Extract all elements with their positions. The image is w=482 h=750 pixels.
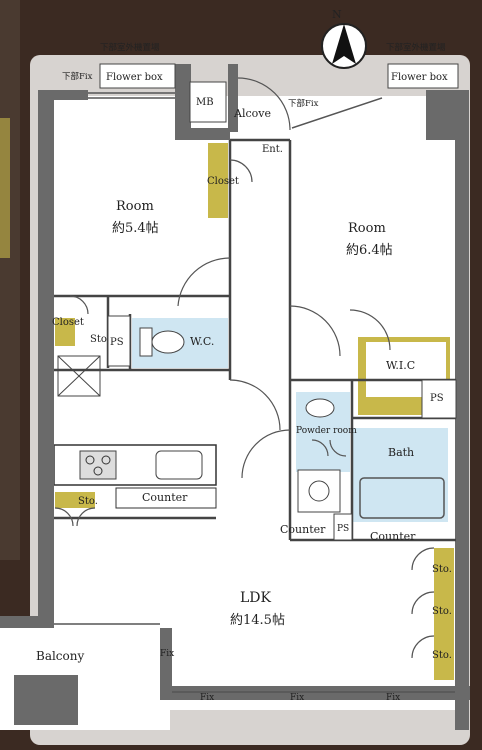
toilet-bowl — [151, 330, 185, 354]
mb-label: MB — [196, 97, 214, 108]
shaft-cross-2 — [57, 355, 101, 397]
wall-north-west — [38, 90, 88, 100]
ps-center-box — [333, 513, 353, 541]
notes: 下部室外機置場 下部室外機置場 下部Fix 下部Fix Flower box F… — [62, 42, 448, 109]
counter-center-label: Counter — [280, 523, 326, 536]
counter-kitchen-label: Counter — [142, 491, 188, 504]
flower-box-right — [387, 63, 459, 89]
room-east-label: Room — [348, 221, 386, 236]
door-sto-3 — [411, 635, 435, 659]
sto-3-label: Sto. — [432, 650, 452, 661]
walls — [0, 64, 470, 730]
sto-kitchen-area — [55, 492, 95, 508]
closet-left-area — [55, 318, 75, 346]
burner-3 — [93, 466, 103, 476]
note-fix-right: 下部Fix — [288, 98, 319, 109]
burner-2 — [101, 455, 111, 465]
room-labels: MB Alcove Ent. Closet Room 約5.4帖 Room 約6… — [36, 97, 452, 703]
wall-balcony-east — [160, 628, 172, 700]
background-panel-accent — [0, 118, 10, 258]
counter-kitchen-back — [115, 487, 217, 509]
alcove-label: Alcove — [233, 107, 271, 120]
counter-right-label: Counter — [370, 530, 416, 543]
note-outdoor-unit-right: 下部室外機置場 — [386, 42, 446, 53]
door-sto-kitchen-a — [54, 507, 74, 527]
washer-pan — [297, 469, 341, 513]
room-west-label: Room — [116, 199, 154, 214]
bath-label: Bath — [388, 446, 414, 459]
toilet-tank — [139, 327, 153, 357]
wall-south — [160, 686, 470, 700]
door-room-west — [177, 257, 231, 307]
ps-left-label: PS — [110, 337, 124, 348]
compass-label: N — [332, 8, 342, 21]
ldk-label: LDK — [240, 590, 272, 606]
wall-mb-west — [175, 64, 191, 139]
flower-box-left — [99, 63, 176, 89]
wic-label: W.I.C — [386, 359, 415, 372]
ps-right-label: PS — [430, 393, 444, 404]
note-outdoor-unit-left: 下部室外機置場 — [100, 42, 160, 53]
door-sto-1 — [411, 547, 435, 571]
flower-box-left-label: Flower box — [106, 72, 163, 83]
sto-2-label: Sto. — [432, 606, 452, 617]
closet-upper-label: Closet — [207, 176, 239, 187]
wall-balcony-top — [0, 616, 54, 628]
ps-right-box — [421, 379, 457, 419]
closet-left-label: Closet — [52, 317, 84, 328]
fix-bottom-2-label: Fix — [290, 693, 304, 703]
room-east-size: 約6.4帖 — [346, 243, 393, 258]
wc-label: W.C. — [190, 335, 214, 348]
ps-left-box — [107, 315, 131, 367]
ldk-size: 約14.5帖 — [230, 613, 285, 628]
room-west-size: 約5.4帖 — [112, 221, 159, 236]
fix-balcony-label: Fix — [160, 649, 174, 659]
burner-1 — [85, 455, 95, 465]
washbasin — [305, 398, 335, 418]
wall-mb-south — [175, 128, 230, 140]
doors — [54, 77, 435, 659]
cooktop — [79, 450, 117, 480]
compass-arrow-icon — [332, 24, 356, 64]
door-closet-left — [69, 295, 89, 315]
wall-north-east — [426, 90, 456, 140]
mb-box — [189, 81, 227, 123]
balcony-pillar — [14, 675, 78, 725]
bathtub — [359, 477, 445, 519]
wall-east — [455, 90, 469, 730]
flower-box-right-label: Flower box — [391, 72, 448, 83]
balcony-label: Balcony — [36, 649, 84, 663]
wall-mb-east — [228, 64, 238, 132]
bath-area — [352, 428, 448, 522]
windows — [54, 92, 455, 693]
fix-bottom-1-label: Fix — [200, 693, 214, 703]
door-powder-a — [311, 439, 329, 457]
door-sto-kitchen-b — [76, 507, 96, 527]
sto-left-label: Sto — [90, 334, 107, 345]
door-sto-2 — [411, 591, 435, 615]
door-entrance — [237, 77, 291, 131]
door-powder-b — [329, 439, 347, 457]
ent-label: Ent. — [262, 144, 283, 155]
door-wic — [349, 309, 391, 351]
door-closet-upper — [229, 159, 253, 183]
closet-upper-area — [208, 143, 228, 218]
door-ldk — [241, 429, 291, 479]
compass: N — [321, 8, 367, 69]
door-room-east — [289, 305, 341, 357]
sto-right-area — [434, 548, 454, 680]
wall-west — [38, 90, 54, 620]
window-north-east — [291, 97, 383, 129]
door-hall — [229, 379, 281, 431]
ps-center-label: PS — [337, 524, 349, 534]
sto-kitchen-label: Sto. — [78, 496, 98, 507]
fix-bottom-3-label: Fix — [386, 693, 400, 703]
sink — [155, 450, 203, 480]
background-panel-left — [0, 0, 20, 560]
note-fix-left: 下部Fix — [62, 71, 93, 82]
washer-drum — [308, 480, 330, 502]
powder-room-label: Powder room — [296, 426, 357, 436]
sto-1-label: Sto. — [432, 564, 452, 575]
